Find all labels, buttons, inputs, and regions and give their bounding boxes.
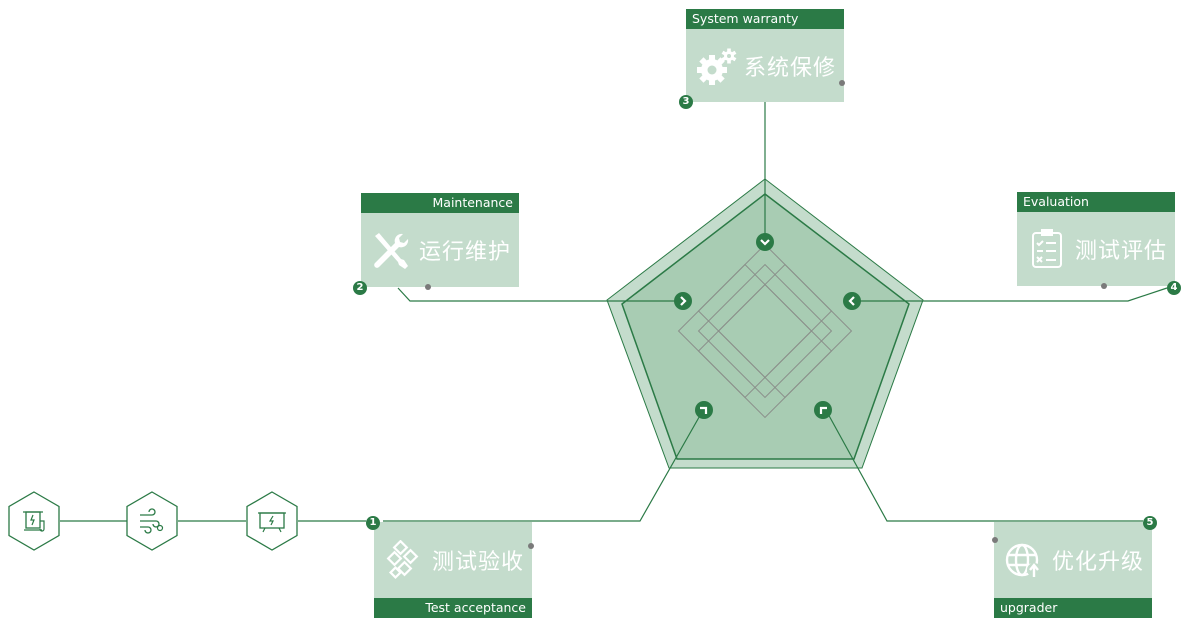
card-dot: [425, 284, 431, 290]
gears-icon: [696, 48, 737, 85]
pentagon-inner: [621, 193, 910, 460]
step-3-title: 系统保修: [743, 55, 836, 81]
connector-step-4: [854, 287, 1168, 302]
step-badge-5: 5: [1143, 516, 1157, 530]
card-dot: [528, 543, 534, 549]
step-2-subtitle: Maintenance: [361, 193, 519, 213]
globe-upgrade-icon: [1005, 543, 1041, 577]
chevron-right-icon: [674, 292, 692, 310]
card-dot: [839, 80, 845, 86]
wrench-screwdriver-icon: [374, 233, 409, 269]
center-lattice: [677, 243, 853, 419]
card-dot: [992, 537, 998, 543]
wind-power-icon: [126, 491, 178, 551]
step-2-title: 运行维护: [418, 240, 511, 265]
connector-step-5: [826, 411, 1143, 522]
charging-station-icon: [8, 491, 60, 551]
arrow-up-left-icon: [814, 401, 832, 419]
step-4-subtitle: Evaluation: [1017, 192, 1175, 212]
card-dot: [1101, 283, 1107, 289]
arrow-up-right-icon: [695, 401, 713, 419]
chevron-down-icon: [756, 233, 774, 251]
connector-lines: [60, 102, 1168, 522]
step-1-title: 测试验收: [431, 550, 524, 575]
step-card-3: System warranty 系统保修: [686, 9, 845, 102]
step-1-subtitle: Test acceptance: [374, 598, 532, 618]
connector-step-1: [383, 411, 703, 522]
step-badge-2: 2: [353, 281, 367, 295]
step-4-title: 测试评估: [1074, 239, 1167, 264]
puzzle-icon: [386, 540, 419, 580]
step-card-4: Evaluation 测试评估: [1017, 192, 1175, 289]
chevron-left-icon: [843, 292, 861, 310]
step-badge-3: 3: [679, 95, 693, 109]
clipboard-checklist-icon: [1031, 229, 1062, 268]
step-5-title: 优化升级: [1051, 550, 1144, 575]
step-badge-1: 1: [366, 516, 380, 530]
step-card-5: upgrader 优化升级: [992, 522, 1152, 618]
step-3-subtitle: System warranty: [686, 9, 844, 29]
monitor-charging-icon: [246, 491, 298, 551]
step-5-subtitle: upgrader: [994, 598, 1152, 618]
step-card-2: Maintenance 运行维护: [361, 193, 519, 290]
connector-step-2: [397, 287, 678, 302]
step-card-1: Test acceptance 测试验收: [374, 522, 534, 618]
step-badge-4: 4: [1167, 281, 1181, 295]
